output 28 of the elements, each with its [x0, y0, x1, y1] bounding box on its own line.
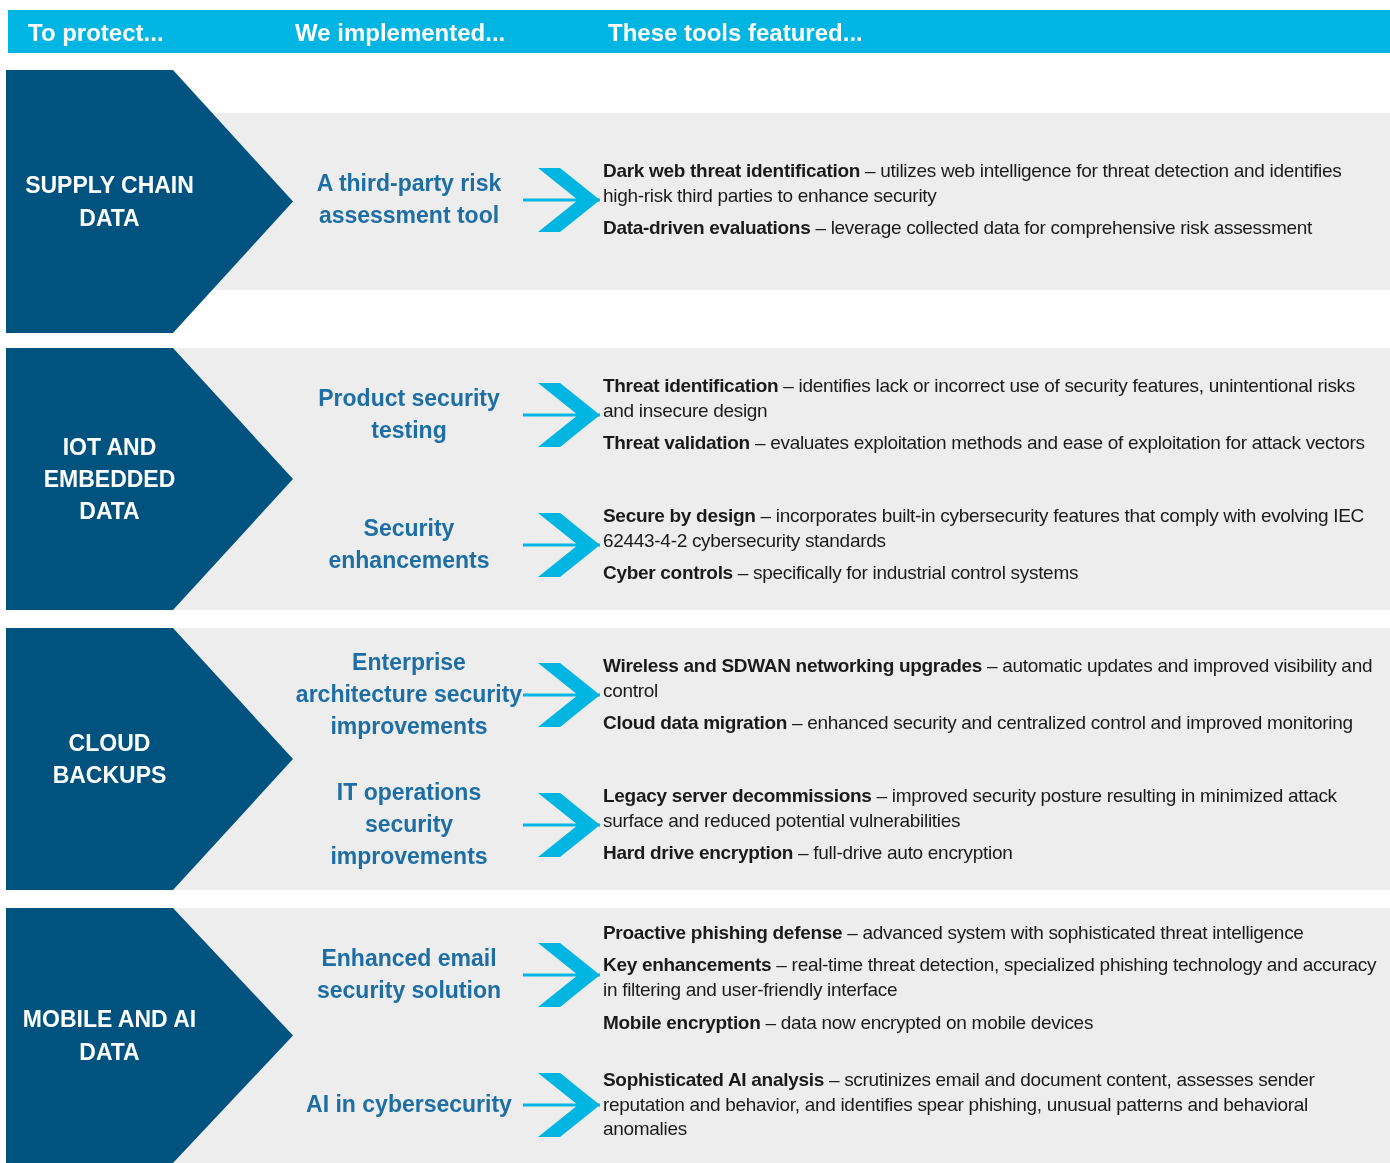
implementation-label: Product security testing — [295, 370, 523, 460]
column-heading: We implemented... — [295, 19, 506, 47]
tool-description: Sophisticated AI analysis – scrutinizes email and document content, assesses sender reputation and behavior, and identifies spear phishing, unusual patterns and behavioral anomalies — [603, 1067, 1316, 1142]
implementation-label: Enhanced email security solution — [295, 930, 523, 1020]
tool-description: Hard drive encryption – full-drive auto encryption — [603, 841, 1014, 866]
tool-description: Mobile encryption – data now encrypted on mobile devices — [603, 1010, 1095, 1035]
implementation-label: Enterprise architecture security improvements — [295, 640, 523, 750]
tool-description: Secure by design – incorporates built-in cybersecurity features that comply with evolving IEC 62443-4-2 cybersecurity standards — [603, 503, 1365, 553]
category-label: CLOUD BACKUPS — [51, 728, 168, 790]
tool-description: Threat identification – identifies lack or incorrect use of security features, unintentional risks and insecure design — [603, 373, 1357, 423]
tool-description: Data-driven evaluations – leverage collected data for comprehensive risk assessment — [603, 216, 1314, 241]
tool-description: Wireless and SDWAN networking upgrades – automatic updates and improved visibility and control — [603, 653, 1374, 703]
tool-description: Key enhancements – real-time threat detection, specialized phishing technology and accuracy in filtering and user-friendly interface — [603, 953, 1378, 1002]
category-label: SUPPLY CHAIN DATA — [24, 171, 195, 233]
category-label: MOBILE AND AI DATA — [21, 1005, 198, 1067]
tool-description: Legacy server decommissions – improved security posture resulting in minimized attack surface and reduced potential vulnerabilities — [603, 783, 1338, 833]
implementation-label: Security enhancements — [295, 500, 523, 590]
implementation-label: A third-party risk assessment tool — [295, 150, 523, 250]
implementation-label: AI in cybersecurity — [295, 1060, 523, 1150]
column-heading: To protect... — [28, 19, 164, 47]
column-heading: These tools featured... — [608, 19, 863, 47]
implementation-label: IT operations security improvements — [295, 770, 523, 880]
tool-description: Threat validation – evaluates exploitation methods and ease of exploitation for attack vectors — [603, 431, 1366, 456]
category-label: IOT AND EMBEDDED DATA — [42, 432, 177, 527]
tool-description: Cloud data migration – enhanced security and centralized control and improved monitoring — [603, 711, 1354, 736]
tool-description: Proactive phishing defense – advanced system with sophisticated threat intelligence — [603, 920, 1305, 945]
tool-description: Cyber controls – specifically for industrial control systems — [603, 561, 1080, 586]
tool-description: Dark web threat identification – utilizes web intelligence for threat detection and identifies high-risk third parties to enhance security — [603, 158, 1343, 208]
